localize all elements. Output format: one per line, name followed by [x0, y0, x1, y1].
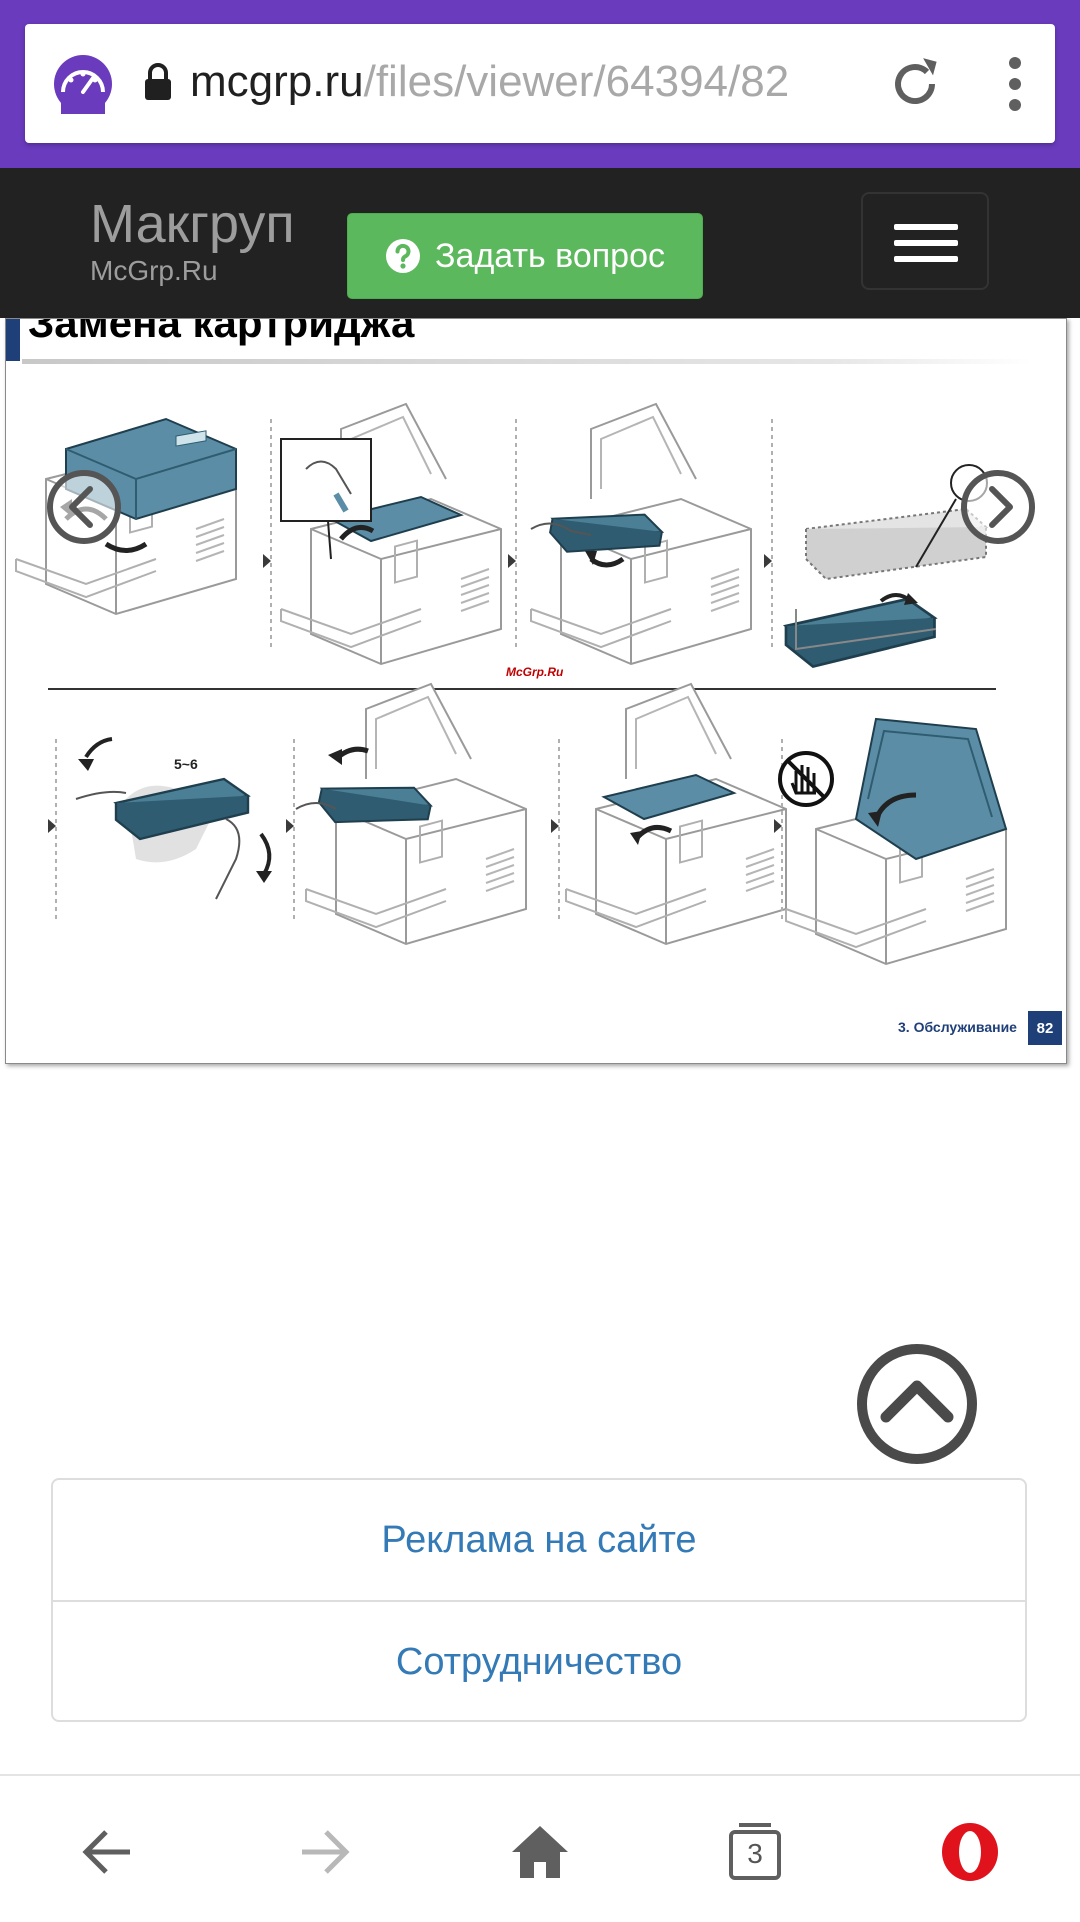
hamburger-menu-button[interactable]: [861, 192, 989, 290]
hamburger-bar: [894, 240, 958, 246]
advertising-link[interactable]: Реклама на сайте: [53, 1480, 1025, 1602]
next-page-icon[interactable]: [960, 469, 1036, 545]
tabs-icon: [729, 1823, 781, 1880]
footer-section-label: 3. Обслуживание: [898, 1019, 1017, 1035]
cooperation-link[interactable]: Сотрудничество: [395, 1640, 683, 1683]
title-accent-bar: [6, 319, 20, 361]
hamburger-bar: [894, 224, 958, 230]
ask-question-label: Задать вопрос: [435, 236, 665, 275]
page-number-badge: 82: [1028, 1011, 1062, 1045]
title-underline: [22, 359, 1032, 364]
brand-subtitle[interactable]: McGrp.Ru: [90, 255, 218, 286]
address-bar[interactable]: mcgrp.ru/files/viewer/64394/82: [25, 24, 1055, 143]
step-label-text: 5~6: [174, 756, 198, 772]
home-icon[interactable]: [510, 1822, 570, 1882]
opera-icon[interactable]: [940, 1822, 1000, 1882]
watermark: McGrp.Ru: [506, 665, 564, 679]
browser-toolbar: mcgrp.ru/files/viewer/64394/82: [0, 0, 1080, 168]
document-page: 5~6: [5, 318, 1067, 1064]
speed-dial-icon[interactable]: [53, 54, 113, 114]
url-text[interactable]: mcgrp.ru/files/viewer/64394/82: [190, 52, 789, 112]
cartridge-replacement-illustration: 5~6: [15, 403, 1008, 965]
url-path: /files/viewer/64394/82: [363, 57, 790, 106]
question-circle-icon: [386, 239, 420, 273]
previous-page-icon[interactable]: [46, 469, 122, 545]
brand-title[interactable]: Макгруп: [90, 194, 295, 254]
tab-count: 3: [747, 1838, 763, 1869]
tabs-button[interactable]: 3: [725, 1822, 785, 1882]
scroll-to-top-icon[interactable]: [856, 1343, 978, 1465]
browser-bottom-nav: 3: [0, 1774, 1080, 1922]
back-icon[interactable]: [78, 1822, 138, 1882]
hamburger-bar: [894, 256, 958, 262]
url-host: mcgrp.ru: [190, 57, 364, 106]
reload-icon[interactable]: [885, 54, 945, 114]
ask-question-button[interactable]: Задать вопрос: [347, 213, 703, 299]
footer-link-list: Реклама на сайте Сотрудничество: [51, 1478, 1027, 1722]
lock-icon: [145, 63, 171, 100]
site-header: Макгруп McGrp.Ru Задать вопрос: [0, 168, 1080, 318]
document-title: Замена картриджа: [28, 318, 415, 346]
menu-dots-icon[interactable]: [1000, 56, 1030, 112]
forward-icon[interactable]: [294, 1822, 354, 1882]
